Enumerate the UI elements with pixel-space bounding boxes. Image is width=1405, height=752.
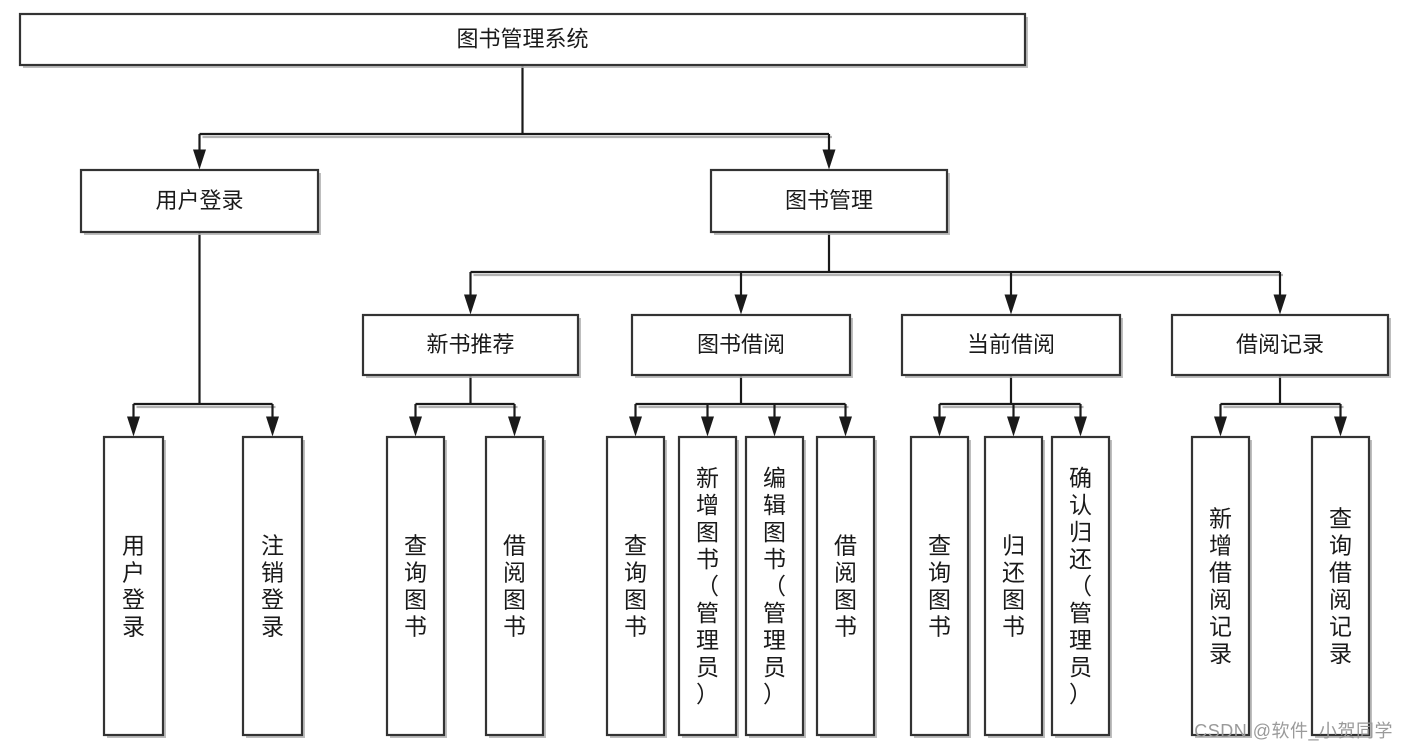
node-leaf-borrow-book-2-rect <box>815 435 876 737</box>
node-book-borrow[interactable]: 图书借阅 <box>630 313 853 378</box>
node-book-borrow-rect <box>630 313 852 377</box>
node-label-leaf-return-book: 归还图书 <box>1002 533 1025 640</box>
arrow-head-icon <box>127 416 140 437</box>
node-label-root: 图书管理系统 <box>456 26 588 51</box>
arrow-head-icon <box>822 149 836 170</box>
arrow-head-icon <box>193 149 206 170</box>
node-label-leaf-user-login: 用户登录 <box>122 533 145 640</box>
node-label-new-book-rec: 新书推荐 <box>426 332 514 357</box>
node-leaf-query-book-1-rect <box>385 435 446 737</box>
node-label-leaf-edit-book: 编辑图书（管理员） <box>763 465 786 707</box>
node-leaf-add-record[interactable]: 新增借阅记录 <box>1190 435 1252 738</box>
node-leaf-user-login[interactable]: 用户登录 <box>102 435 166 738</box>
node-root[interactable]: 图书管理系统 <box>18 12 1028 68</box>
node-borrow-record-rect <box>1170 313 1390 377</box>
node-label-leaf-borrow-book-1: 借阅图书 <box>503 533 526 640</box>
node-leaf-query-book-3[interactable]: 查询图书 <box>909 435 971 738</box>
node-leaf-query-book-3-rect <box>909 435 970 737</box>
node-leaf-query-record[interactable]: 查询借阅记录 <box>1310 435 1372 738</box>
node-layer: 图书管理系统用户登录图书管理新书推荐图书借阅当前借阅借阅记录用户登录注销登录查询… <box>18 12 1391 738</box>
node-current-borrow[interactable]: 当前借阅 <box>900 313 1123 378</box>
arrow-head-icon <box>1214 416 1227 437</box>
node-new-book-rec[interactable]: 新书推荐 <box>361 313 581 378</box>
arrow-head-icon <box>629 416 642 437</box>
node-leaf-query-book-2[interactable]: 查询图书 <box>605 435 667 738</box>
arrow-head-icon <box>266 416 279 437</box>
node-new-book-rec-rect <box>361 313 580 377</box>
node-label-leaf-add-book: 新增图书（管理员） <box>696 465 719 707</box>
node-current-borrow-rect <box>900 313 1122 377</box>
node-leaf-user-logout-rect <box>241 435 304 737</box>
node-label-leaf-user-logout: 注销登录 <box>261 533 284 640</box>
node-book-manage-rect <box>709 168 949 234</box>
node-leaf-query-record-rect <box>1310 435 1371 737</box>
arrow-head-icon <box>839 416 852 437</box>
node-label-leaf-query-book-3: 查询图书 <box>928 533 951 640</box>
arrow-head-icon <box>933 416 946 437</box>
node-label-leaf-borrow-book-2: 借阅图书 <box>834 533 857 640</box>
node-leaf-confirm-return-rect <box>1050 435 1111 737</box>
node-root-rect <box>18 12 1027 67</box>
node-user-login-rect <box>79 168 320 234</box>
node-leaf-add-book[interactable]: 新增图书（管理员） <box>677 435 739 738</box>
node-label-leaf-query-record: 查询借阅记录 <box>1329 506 1352 667</box>
node-leaf-add-book-rect <box>677 435 738 737</box>
arrow-head-icon <box>1273 294 1287 315</box>
arrow-head-icon <box>409 416 422 437</box>
node-label-leaf-add-record: 新增借阅记录 <box>1209 506 1232 667</box>
node-leaf-edit-book[interactable]: 编辑图书（管理员） <box>744 435 806 738</box>
node-leaf-user-login-rect <box>102 435 165 737</box>
node-label-book-manage: 图书管理 <box>785 188 873 213</box>
arrow-head-icon <box>508 416 521 437</box>
arrow-head-icon <box>1074 416 1087 437</box>
node-leaf-add-record-rect <box>1190 435 1251 737</box>
node-leaf-return-book[interactable]: 归还图书 <box>983 435 1045 738</box>
node-leaf-borrow-book-2[interactable]: 借阅图书 <box>815 435 877 738</box>
node-borrow-record[interactable]: 借阅记录 <box>1170 313 1391 378</box>
arrow-head-icon <box>1007 416 1020 437</box>
node-leaf-return-book-rect <box>983 435 1044 737</box>
node-leaf-borrow-book-1[interactable]: 借阅图书 <box>484 435 546 738</box>
connector-layer <box>127 65 1347 437</box>
node-label-current-borrow: 当前借阅 <box>967 332 1055 357</box>
node-label-leaf-query-book-1: 查询图书 <box>404 533 427 640</box>
node-user-login[interactable]: 用户登录 <box>79 168 321 235</box>
node-leaf-edit-book-rect <box>744 435 805 737</box>
arrow-head-icon <box>734 294 748 315</box>
node-label-borrow-record: 借阅记录 <box>1236 332 1324 357</box>
node-label-user-login: 用户登录 <box>155 188 243 213</box>
arrow-head-icon <box>464 294 477 315</box>
arrow-head-icon <box>768 416 781 437</box>
node-label-leaf-confirm-return: 确认归还（管理员） <box>1069 465 1092 707</box>
arrow-head-icon <box>701 416 714 437</box>
node-label-leaf-query-book-2: 查询图书 <box>624 533 647 640</box>
node-leaf-query-book-2-rect <box>605 435 666 737</box>
node-leaf-confirm-return[interactable]: 确认归还（管理员） <box>1050 435 1112 738</box>
node-leaf-user-logout[interactable]: 注销登录 <box>241 435 305 738</box>
node-book-manage[interactable]: 图书管理 <box>709 168 950 235</box>
arrow-head-icon <box>1334 416 1347 437</box>
arrow-head-icon <box>1004 294 1018 315</box>
node-leaf-borrow-book-1-rect <box>484 435 545 737</box>
node-label-book-borrow: 图书借阅 <box>697 332 785 357</box>
node-leaf-query-book-1[interactable]: 查询图书 <box>385 435 447 738</box>
